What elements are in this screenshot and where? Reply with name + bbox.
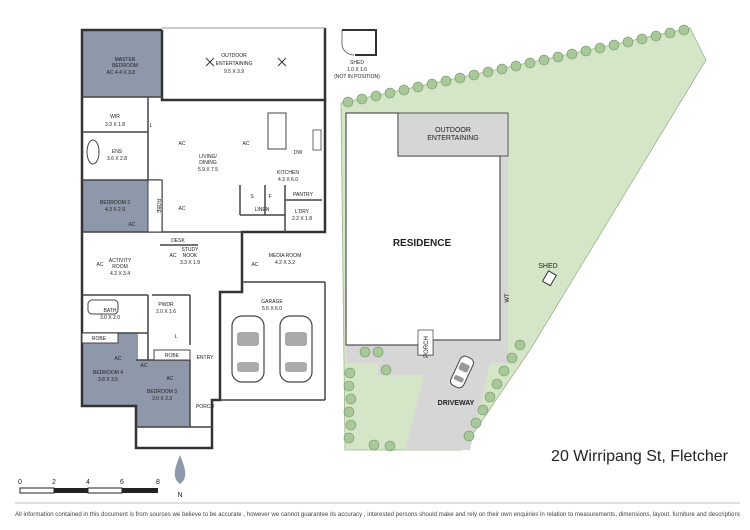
- master-dim: 4.4 X 3.8: [115, 70, 135, 76]
- activity-dim: 4.3 X 3.4: [110, 271, 130, 277]
- pantry-label: PANTRY: [293, 192, 313, 198]
- media-label: MEDIA ROOM: [269, 253, 302, 259]
- l-label-1: L: [150, 123, 153, 129]
- pwdr-label: PWDR: [158, 302, 174, 308]
- bedroom4-ac: AC: [115, 356, 122, 362]
- activity-label-1: ACTIVITY: [109, 258, 132, 264]
- master-label-2: BEDROOM: [112, 63, 138, 69]
- activity-label-2: ROOM: [112, 264, 128, 270]
- site-residence-label: RESIDENCE: [393, 238, 452, 249]
- shed-label: SHED: [350, 60, 364, 66]
- outdoor-boundary: [160, 28, 327, 102]
- bedroom4-robe: ROBE: [92, 336, 107, 342]
- scale-tick-4: 4: [86, 479, 90, 486]
- wir-label: WIR: [110, 114, 120, 120]
- north-arrow-icon: N: [174, 455, 186, 499]
- site-outdoor-entertaining: [397, 112, 509, 157]
- living-label-1: LIVING/: [199, 154, 217, 160]
- site-outdoor-label-1: OUTDOOR: [435, 127, 471, 134]
- media-ac: AC: [252, 262, 259, 268]
- l-label-2: L: [175, 334, 178, 340]
- north-label: N: [177, 492, 182, 499]
- bedroom2-robe: ROBE: [155, 199, 161, 214]
- bedroom3-ac-2: AC: [141, 363, 148, 369]
- scale-tick-6: 6: [120, 479, 124, 486]
- activity-ac: AC: [97, 262, 104, 268]
- bedroom2-dim: 4.3 X 2.9: [105, 207, 125, 213]
- outdoor-label-2: ENTERTAINING: [216, 61, 253, 67]
- pwdr-dim: 2.0 X 1.6: [156, 309, 176, 315]
- bedroom4-fill: [82, 333, 138, 406]
- bedroom4-label: BEDROOM 4: [93, 370, 123, 376]
- garage-car-left-icon: [231, 315, 265, 383]
- bedroom3-label: BEDROOM 3: [147, 389, 177, 395]
- outdoor-label-1: OUTDOOR: [221, 53, 247, 59]
- ldry-dim: 2.2 X 1.8: [292, 216, 312, 222]
- living-dim: 5.9 X 7.5: [198, 167, 218, 173]
- scale-tick-2: 2: [52, 479, 56, 486]
- site-plan: RESIDENCE OUTDOOR ENTERTAINING PORCH WT …: [340, 24, 707, 452]
- site-shed: [541, 270, 558, 287]
- kitchen-dim: 4.3 X 6.0: [278, 177, 298, 183]
- floor-plan: MASTER BEDROOM 4.4 X 3.8 AC OUTDOOR ENTE…: [80, 27, 327, 450]
- porch-label: PORCH: [196, 404, 214, 410]
- bedroom3-fill: [136, 360, 190, 427]
- ens-dim: 3.6 X 2.8: [107, 156, 127, 162]
- site-driveway-label: DRIVEWAY: [438, 400, 475, 407]
- master-bedroom-fill: [82, 30, 162, 97]
- site-wt-label: WT: [505, 293, 511, 303]
- desk-label: DESK: [171, 238, 185, 244]
- site-shed-label: SHED: [538, 263, 557, 270]
- shrub-row: [342, 24, 690, 452]
- master-ac: AC: [107, 70, 114, 76]
- kitchen-label: KITCHEN: [277, 170, 299, 176]
- disclaimer-text: All information contained in this docume…: [15, 511, 740, 518]
- bedroom3-robe: ROBE: [165, 353, 180, 359]
- bath-dim: 3.0 X 2.0: [100, 315, 120, 321]
- property-address: 20 Wirripang St, Fletcher: [551, 448, 728, 465]
- master-label-1: MASTER: [115, 57, 136, 63]
- entry-label: ENTRY: [197, 355, 215, 361]
- bedroom4-dim: 3.8 X 3.5: [98, 377, 118, 383]
- car-icon: [450, 355, 474, 389]
- scale-tick-0: 0: [18, 479, 22, 486]
- ldry-label: L'DRY: [295, 209, 310, 215]
- living-ac-3: AC: [179, 206, 186, 212]
- linen-label: LINEN: [255, 207, 270, 213]
- dw-label: DW: [294, 150, 303, 156]
- outdoor-dim: 9.5 X 3.9: [224, 69, 244, 75]
- bath-label: BATH: [104, 308, 117, 314]
- site-porch-label: PORCH: [424, 336, 430, 358]
- bedroom2-ac: AC: [129, 222, 136, 228]
- garage-dim: 5.5 X 6.0: [262, 306, 282, 312]
- study-label-1: STUDY: [182, 247, 200, 253]
- s-label: S: [250, 194, 254, 200]
- garage-label: GARAGE: [261, 299, 283, 305]
- ceiling-fan-icon: [205, 57, 287, 67]
- site-outdoor-label-2: ENTERTAINING: [427, 135, 478, 142]
- f-label: F: [268, 194, 271, 200]
- shed-note: (NOT IN POSITION): [334, 74, 380, 80]
- scale-bar: 0 2 4 6 8: [18, 479, 160, 494]
- bedroom3-ac: AC: [167, 376, 174, 382]
- wir-dim: 3.3 X 1.8: [105, 122, 125, 128]
- garage-car-right-icon: [279, 315, 313, 383]
- media-dim: 4.2 X 3.2: [275, 260, 295, 266]
- bedroom3-dim: 3.0 X 3.3: [152, 396, 172, 402]
- ens-label: ENS: [112, 149, 123, 155]
- study-dim: 3.3 X 1.9: [180, 260, 200, 266]
- site-porch: [417, 329, 434, 356]
- bedroom2-label: BEDROOM 2: [100, 200, 130, 206]
- study-label-2: NOOK: [183, 253, 198, 259]
- shed-plan: SHED 1.0 X 1.6 (NOT IN POSITION): [334, 29, 380, 80]
- study-ac: AC: [170, 253, 177, 259]
- living-ac-1: AC: [179, 141, 186, 147]
- shed-dim: 1.0 X 1.6: [347, 67, 367, 73]
- living-ac-2: AC: [243, 141, 250, 147]
- scale-tick-8: 8: [156, 479, 160, 486]
- living-label-2: DINING: [199, 160, 217, 166]
